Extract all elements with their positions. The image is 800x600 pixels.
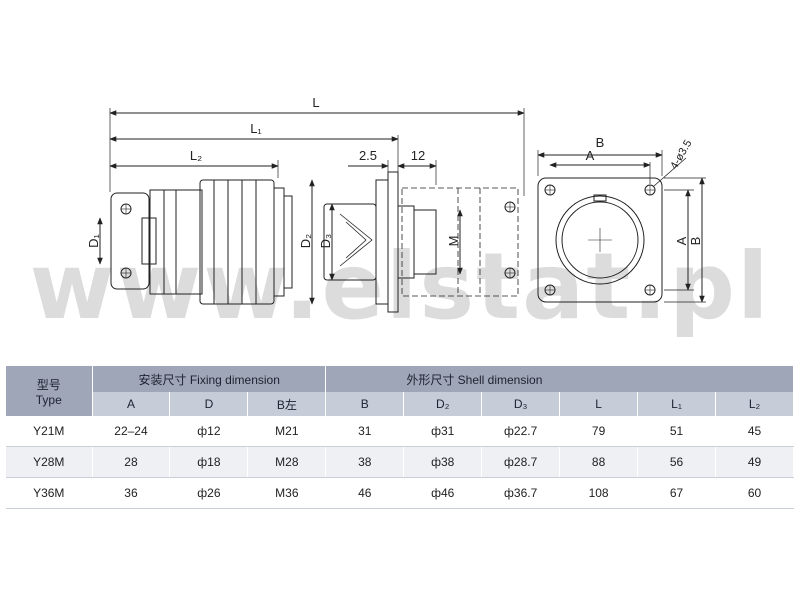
type-header-en: Type bbox=[35, 392, 62, 407]
table-cell: ф26 bbox=[169, 477, 249, 509]
table-cell: 36 bbox=[92, 477, 171, 509]
table-cell: ф36.7 bbox=[481, 477, 561, 509]
type-cell: Y28M bbox=[6, 446, 93, 478]
label-12: 12 bbox=[411, 148, 425, 163]
table-cell: ф38 bbox=[403, 446, 483, 478]
column-header: A bbox=[92, 392, 171, 416]
column-header: D₂ bbox=[403, 392, 483, 416]
column-header: B左 bbox=[247, 392, 327, 416]
table-cell: 45 bbox=[715, 416, 794, 447]
label-hole: 4-ø3.5 bbox=[668, 138, 694, 172]
table-cell: 49 bbox=[715, 446, 794, 478]
label-L: L bbox=[312, 95, 319, 110]
label-D3: D₃ bbox=[318, 234, 333, 249]
label-D1: D₁ bbox=[86, 234, 101, 248]
type-header: 型号 Type bbox=[6, 366, 93, 416]
table-cell: M36 bbox=[247, 477, 327, 509]
table-cell: 31 bbox=[325, 416, 405, 447]
column-header: D bbox=[169, 392, 249, 416]
watermark: www.elstat.pl bbox=[29, 233, 770, 340]
table-cell: 22–24 bbox=[92, 416, 171, 447]
table-cell: 67 bbox=[637, 477, 716, 509]
table-cell: 28 bbox=[92, 446, 171, 478]
type-cell: Y36M bbox=[6, 477, 93, 509]
type-header-cn: 型号 bbox=[36, 377, 61, 392]
table-cell: ф12 bbox=[169, 416, 249, 447]
table-cell: M21 bbox=[247, 416, 327, 447]
table-header-row: 型号 Type 安装尺寸 Fixing dimension 外形尺寸 Shell… bbox=[6, 366, 794, 416]
column-header: L bbox=[559, 392, 639, 416]
label-2-5: 2.5 bbox=[359, 148, 377, 163]
table-cell: ф22.7 bbox=[481, 416, 561, 447]
table-row: Y36M 36 ф26 M36 46 ф46 ф36.7 108 67 60 bbox=[6, 477, 794, 509]
table-cell: 60 bbox=[715, 477, 794, 509]
dimension-table: 型号 Type 安装尺寸 Fixing dimension 外形尺寸 Shell… bbox=[6, 366, 794, 509]
shell-dimension-header: 外形尺寸 Shell dimension bbox=[325, 366, 794, 392]
column-header: B bbox=[325, 392, 405, 416]
table-cell: 79 bbox=[559, 416, 639, 447]
table-cell: ф28.7 bbox=[481, 446, 561, 478]
table-cell: ф46 bbox=[403, 477, 483, 509]
table-cell: ф31 bbox=[403, 416, 483, 447]
fixing-dimension-header: 安装尺寸 Fixing dimension bbox=[92, 366, 327, 392]
label-B-side: B bbox=[688, 237, 703, 246]
column-header: L₂ bbox=[715, 392, 794, 416]
table-cell: 51 bbox=[637, 416, 716, 447]
label-A-side: A bbox=[674, 236, 689, 245]
table-cell: 38 bbox=[325, 446, 405, 478]
label-L2: L₂ bbox=[190, 148, 202, 163]
connector-technical-drawing: www.elstat.pl bbox=[29, 95, 770, 340]
column-header: L₁ bbox=[637, 392, 716, 416]
table-subheader-row: A D B左 B D₂ D₃ L L₁ L₂ bbox=[6, 392, 794, 416]
label-A: A bbox=[586, 148, 595, 163]
label-M: M bbox=[446, 236, 461, 247]
type-cell: Y21M bbox=[6, 416, 93, 447]
table-cell: 88 bbox=[559, 446, 639, 478]
table-row: Y21M 22–24 ф12 M21 31 ф31 ф22.7 79 51 45 bbox=[6, 416, 794, 447]
table-cell: M28 bbox=[247, 446, 327, 478]
table-row: Y28M 28 ф18 M28 38 ф38 ф28.7 88 56 49 bbox=[6, 446, 794, 478]
label-B: B bbox=[596, 135, 605, 150]
table-cell: 108 bbox=[559, 477, 639, 509]
table-cell: 56 bbox=[637, 446, 716, 478]
label-L1: L₁ bbox=[250, 121, 262, 136]
label-D2: D₂ bbox=[298, 234, 313, 248]
column-header: D₃ bbox=[481, 392, 561, 416]
table-cell: ф18 bbox=[169, 446, 249, 478]
table-cell: 46 bbox=[325, 477, 405, 509]
